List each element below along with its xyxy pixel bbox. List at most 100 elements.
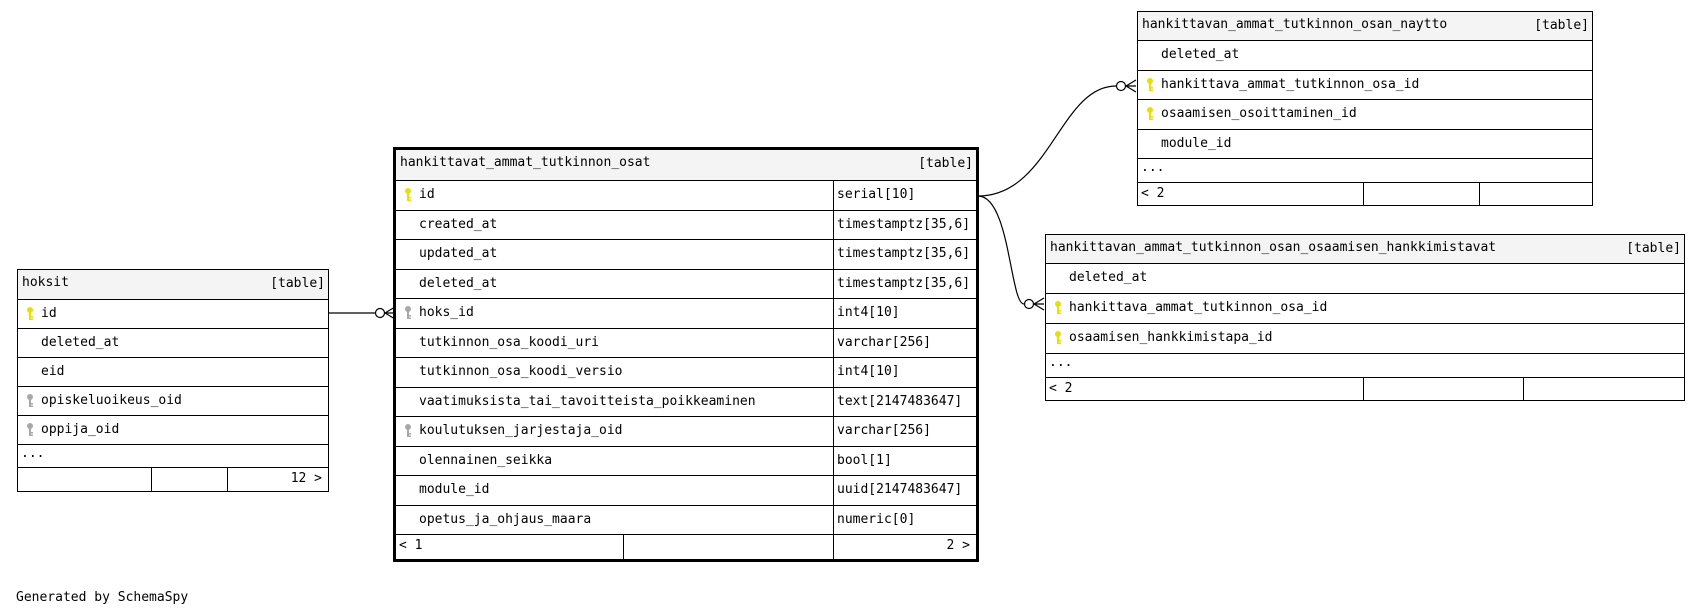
column-row[interactable]: tutkinnon_osa_koodi_uri varchar[256] bbox=[396, 328, 976, 358]
column-row[interactable]: opiskeluoikeus_oid bbox=[18, 387, 328, 416]
primary-key-icon bbox=[1146, 77, 1154, 96]
column-row[interactable]: module_id bbox=[1138, 130, 1592, 159]
table-name[interactable]: hankittavat_ammat_tutkinnon_osat bbox=[400, 155, 651, 170]
column-name[interactable]: vaatimuksista_tai_tavoitteista_poikkeami… bbox=[419, 393, 756, 409]
table-header: hankittavan_ammat_tutkinnon_osan_naytto … bbox=[1138, 12, 1592, 41]
column-row[interactable]: vaatimuksista_tai_tavoitteista_poikkeami… bbox=[396, 387, 976, 417]
column-name[interactable]: deleted_at bbox=[1161, 47, 1240, 62]
table-hankittavan-ammat-tutkinnon-osan-naytto[interactable]: hankittavan_ammat_tutkinnon_osan_naytto … bbox=[1137, 11, 1593, 206]
column-name[interactable]: id bbox=[419, 187, 435, 202]
table-name[interactable]: hoksit bbox=[22, 275, 69, 290]
column-row[interactable]: koulutuksen_jarjestaja_oid varchar[256] bbox=[396, 417, 976, 447]
edge-main-to-hankkimistavat bbox=[977, 195, 1025, 305]
column-type: int4[10] bbox=[837, 364, 900, 379]
column-name[interactable]: created_at bbox=[419, 216, 498, 232]
more-columns: ... bbox=[1138, 159, 1592, 183]
foreign-key-icon bbox=[404, 423, 412, 442]
foreign-key-icon bbox=[26, 393, 34, 412]
table-footer: 12 > bbox=[18, 468, 328, 491]
column-name[interactable]: module_id bbox=[1161, 135, 1232, 151]
primary-key-icon bbox=[1054, 300, 1062, 319]
table-hankittavat-ammat-tutkinnon-osat[interactable]: hankittavat_ammat_tutkinnon_osat [table]… bbox=[393, 147, 979, 562]
edge-main-to-hankkimistavat-crowfoot bbox=[1033, 297, 1045, 311]
generated-by-label: Generated by SchemaSpy bbox=[16, 590, 189, 605]
column-row[interactable]: hankittava_ammat_tutkinnon_osa_id bbox=[1138, 71, 1592, 100]
column-row[interactable]: eid bbox=[18, 358, 328, 387]
column-row[interactable]: created_at timestamptz[35,6] bbox=[396, 210, 976, 240]
table-name[interactable]: hankittavan_ammat_tutkinnon_osan_naytto bbox=[1142, 17, 1448, 32]
column-type: bool[1] bbox=[837, 452, 892, 468]
column-row[interactable]: osaamisen_hankkimistapa_id bbox=[1046, 324, 1684, 354]
table-footer: < 1 2 > bbox=[396, 535, 976, 559]
table-type-tag: [table] bbox=[1626, 241, 1681, 256]
table-hankittavan-ammat-tutkinnon-osan-osaamisen-hankkimistavat[interactable]: hankittavan_ammat_tutkinnon_osan_osaamis… bbox=[1045, 234, 1685, 401]
more-label: ... bbox=[1141, 160, 1165, 175]
primary-key-icon bbox=[1146, 106, 1154, 125]
column-name[interactable]: hankittava_ammat_tutkinnon_osa_id bbox=[1069, 300, 1328, 315]
column-name[interactable]: tutkinnon_osa_koodi_uri bbox=[419, 334, 600, 350]
column-type: serial[10] bbox=[837, 187, 916, 202]
edge-main-to-naytto-crowfoot bbox=[1125, 79, 1137, 93]
column-name[interactable]: id bbox=[41, 306, 57, 321]
table-header: hankittavat_ammat_tutkinnon_osat [table] bbox=[396, 150, 976, 181]
column-name[interactable]: hoks_id bbox=[419, 305, 474, 320]
table-type-tag: [table] bbox=[918, 156, 973, 171]
column-name[interactable]: module_id bbox=[419, 482, 490, 497]
column-name[interactable]: deleted_at bbox=[41, 335, 120, 350]
footer-left-link[interactable]: < 2 bbox=[1141, 186, 1165, 201]
column-name[interactable]: updated_at bbox=[419, 246, 498, 261]
column-row[interactable]: deleted_at bbox=[1138, 41, 1592, 71]
column-row[interactable]: id bbox=[18, 300, 328, 329]
column-name[interactable]: eid bbox=[41, 364, 65, 379]
column-type: text[2147483647] bbox=[837, 393, 963, 409]
column-row[interactable]: osaamisen_osoittaminen_id bbox=[1138, 100, 1592, 130]
column-name[interactable]: tutkinnon_osa_koodi_versio bbox=[419, 364, 623, 379]
table-header: hankittavan_ammat_tutkinnon_osan_osaamis… bbox=[1046, 235, 1684, 264]
table-footer: < 2 bbox=[1046, 378, 1684, 400]
column-name[interactable]: osaamisen_hankkimistapa_id bbox=[1069, 330, 1273, 345]
column-name[interactable]: olennainen_seikka bbox=[419, 452, 553, 468]
column-name[interactable]: osaamisen_osoittaminen_id bbox=[1161, 106, 1357, 121]
column-row[interactable]: deleted_at bbox=[18, 329, 328, 358]
column-name[interactable]: hankittava_ammat_tutkinnon_osa_id bbox=[1161, 76, 1420, 92]
column-type: timestamptz[35,6] bbox=[837, 275, 971, 291]
column-type: timestamptz[35,6] bbox=[837, 216, 971, 232]
column-row[interactable]: tutkinnon_osa_koodi_versio int4[10] bbox=[396, 358, 976, 388]
more-columns: ... bbox=[1046, 354, 1684, 378]
primary-key-icon bbox=[1054, 330, 1062, 349]
primary-key-icon bbox=[26, 306, 34, 325]
more-columns: ... bbox=[18, 445, 328, 468]
column-row[interactable]: updated_at timestamptz[35,6] bbox=[396, 240, 976, 270]
column-name[interactable]: opetus_ja_ohjaus_maara bbox=[419, 511, 592, 527]
column-type: varchar[256] bbox=[837, 423, 931, 438]
footer-left-link[interactable]: < 1 bbox=[399, 538, 423, 553]
column-row[interactable]: deleted_at bbox=[1046, 264, 1684, 294]
column-name[interactable]: deleted_at bbox=[419, 275, 498, 291]
column-type: varchar[256] bbox=[837, 334, 931, 350]
column-row[interactable]: olennainen_seikka bool[1] bbox=[396, 446, 976, 476]
foreign-key-icon bbox=[404, 305, 412, 324]
column-name[interactable]: opiskeluoikeus_oid bbox=[41, 393, 182, 408]
column-row[interactable]: id serial[10] bbox=[396, 181, 976, 211]
column-name[interactable]: koulutuksen_jarjestaja_oid bbox=[419, 423, 623, 438]
column-type: timestamptz[35,6] bbox=[837, 246, 971, 261]
column-name[interactable]: oppija_oid bbox=[41, 422, 120, 437]
footer-right-link[interactable]: 12 > bbox=[290, 471, 322, 486]
table-type-tag: [table] bbox=[1534, 18, 1589, 33]
edge-main-to-naytto bbox=[977, 85, 1117, 197]
column-row[interactable]: hankittava_ammat_tutkinnon_osa_id bbox=[1046, 294, 1684, 324]
table-footer: < 2 bbox=[1138, 183, 1592, 205]
column-row[interactable]: deleted_at timestamptz[35,6] bbox=[396, 269, 976, 299]
edge-main-to-hankkimistavat-circle bbox=[1023, 298, 1035, 310]
more-label: ... bbox=[21, 446, 45, 461]
footer-left-link[interactable]: < 2 bbox=[1049, 381, 1073, 396]
column-row[interactable]: oppija_oid bbox=[18, 416, 328, 445]
footer-right-link[interactable]: 2 > bbox=[946, 538, 970, 553]
column-name[interactable]: deleted_at bbox=[1069, 270, 1148, 285]
table-name[interactable]: hankittavan_ammat_tutkinnon_osan_osaamis… bbox=[1050, 240, 1497, 255]
